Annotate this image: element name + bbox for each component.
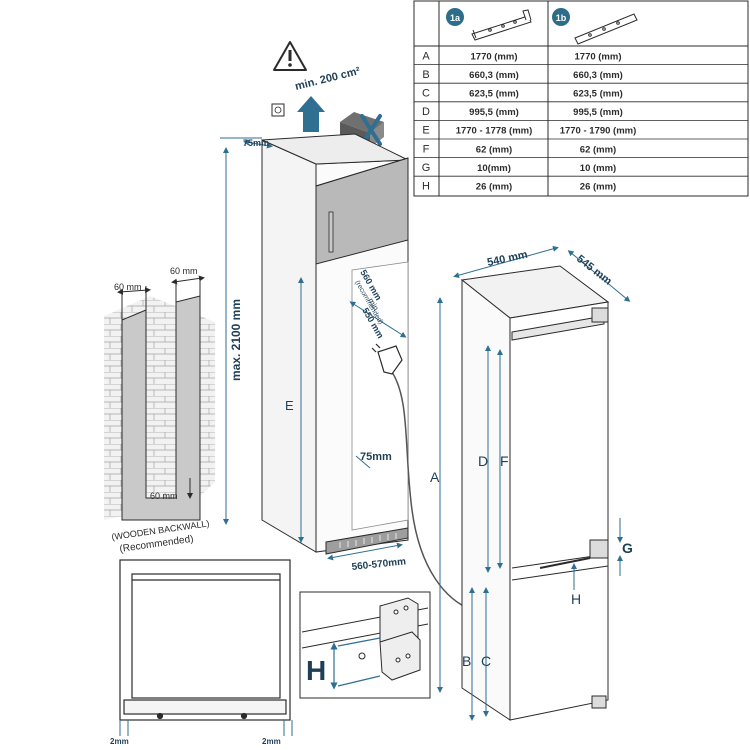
brick-wall	[104, 295, 215, 521]
table-row-key: C	[422, 88, 430, 100]
table-cell-1a: 62 (mm)	[476, 144, 512, 155]
side-gap-label: 75mm	[360, 451, 392, 463]
table-cell-1b: 660,3 (mm)	[573, 70, 623, 81]
letter-d: D	[478, 453, 488, 469]
badge-1a	[446, 8, 464, 26]
vent-arrow-icon	[297, 96, 325, 132]
letter-f: F	[500, 453, 509, 469]
table-cell-1b: 995,5 (mm)	[573, 107, 623, 118]
table-row-key: H	[422, 181, 430, 193]
table-cell-1b: 26 (mm)	[580, 182, 616, 193]
header-1a: 1a	[450, 13, 461, 23]
hinge-1b-icon	[574, 13, 638, 45]
table-row-key: F	[423, 143, 430, 155]
table-row-key: E	[422, 125, 429, 137]
hinge-icon	[358, 597, 421, 681]
table-cell-1a: 1770 (mm)	[471, 51, 518, 62]
table-cell-1a: 623,5 (mm)	[469, 89, 519, 100]
niche-front-view	[119, 559, 291, 721]
warning-icon	[273, 41, 307, 71]
table-row-key: B	[422, 69, 429, 81]
max-height-label: max. 2100 mm	[229, 299, 243, 381]
table-cell-1b: 1770 - 1790 (mm)	[560, 126, 637, 137]
table-cell-1a: 995,5 (mm)	[469, 107, 519, 118]
detail-h: H	[306, 655, 326, 686]
hinge-1a-icon	[471, 9, 532, 41]
wall-right-width: 60 mm	[170, 266, 198, 276]
table-cell-1a: 660,3 (mm)	[469, 70, 519, 81]
wall-left-width: 60 mm	[114, 282, 142, 292]
letter-b: B	[462, 653, 471, 669]
niche-cabinet	[261, 133, 409, 555]
table-cell-1b: 623,5 (mm)	[573, 89, 623, 100]
fridge-width: 540 mm	[486, 249, 529, 269]
niche-width-label: 560-570mm	[351, 556, 406, 573]
plug-icon	[371, 343, 403, 375]
letter-g: G	[622, 540, 633, 556]
power-cable	[391, 371, 473, 611]
hinge-detail-dimension	[330, 637, 381, 690]
table-cell-1b: 1770 (mm)	[575, 51, 622, 62]
table-row-key: D	[422, 106, 430, 118]
socket-icon	[271, 103, 285, 117]
wall-dimensions	[117, 275, 205, 499]
gap-left-label: 2mm	[110, 737, 129, 746]
letter-c: C	[481, 653, 491, 669]
table-cell-1a: 1770 - 1778 (mm)	[456, 126, 533, 137]
table-cell-1b: 62 (mm)	[580, 144, 616, 155]
fridge	[460, 265, 610, 721]
cabinet-dimensions	[220, 137, 407, 561]
table-cell-1b: 10 (mm)	[580, 163, 616, 174]
table-cell-1a: 10(mm)	[477, 163, 511, 174]
wall-bottom-label: 60 mm	[150, 491, 178, 501]
header-1b: 1b	[556, 13, 567, 23]
letter-a: A	[430, 469, 440, 485]
table-row-key: A	[422, 50, 430, 62]
badge-1b	[552, 8, 570, 26]
table-row-key: G	[422, 162, 431, 174]
letter-e: E	[285, 398, 294, 413]
gap-right-label: 2mm	[262, 737, 281, 746]
top-gap-label: 75mm	[243, 138, 269, 148]
dimension-table: 1a 1b A 1770 (mm) 1770 (mm) B 660,3 (mm) 660,…	[413, 0, 749, 197]
table-cell-1a: 26 (mm)	[476, 182, 512, 193]
fridge-dimensions	[437, 245, 631, 721]
letter-h: H	[571, 591, 581, 607]
niche-front-dimensions	[119, 720, 293, 736]
